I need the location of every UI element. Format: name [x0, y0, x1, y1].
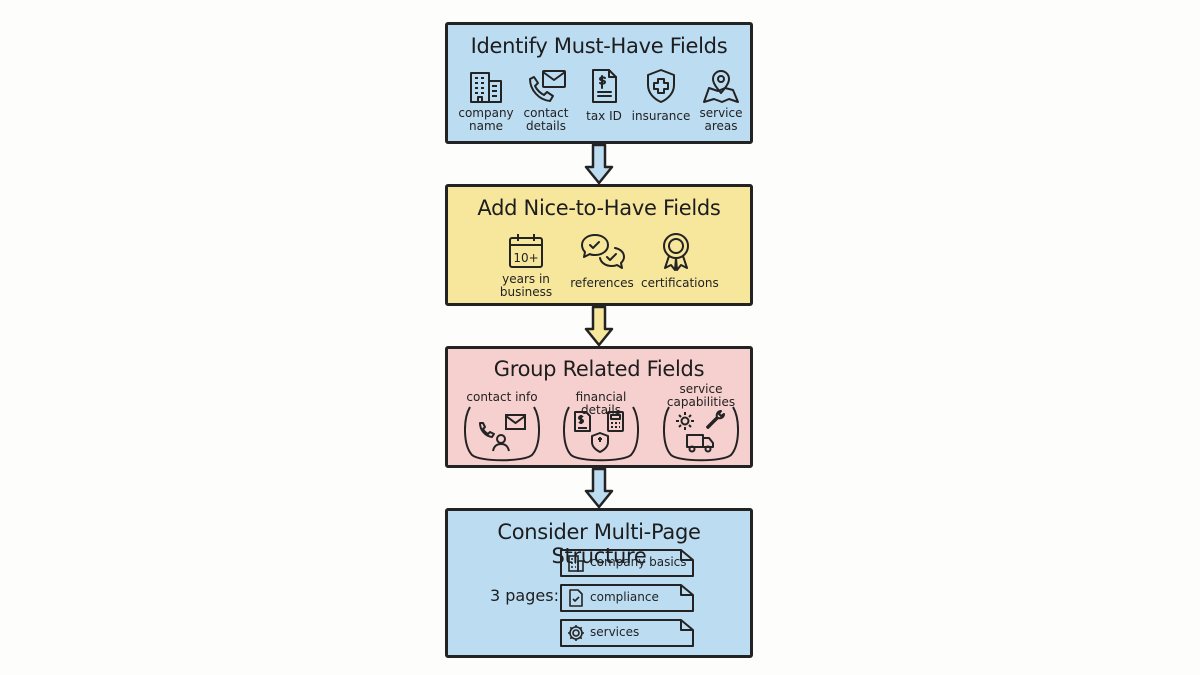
- field-tax-id: tax ID: [569, 67, 639, 123]
- step-consider-multi-page-structure: Consider Multi-Page Structure: [445, 508, 753, 658]
- step-group-related-fields: Group Related Fields contact info financ…: [445, 346, 753, 468]
- page-services: services: [560, 619, 694, 647]
- group-contact-info: contact info: [464, 389, 540, 462]
- group-label: contact info: [466, 390, 538, 404]
- group-label: financial details: [575, 390, 627, 417]
- field-insurance: insurance: [626, 67, 696, 123]
- item-label: insurance: [631, 109, 691, 123]
- building-icon: [470, 72, 502, 103]
- group-outline: [663, 406, 739, 462]
- item-label: references: [570, 276, 634, 290]
- group-outline: [563, 406, 639, 462]
- step-title: Consider Multi-Page Structure: [497, 520, 701, 568]
- shield-plus-icon: [647, 69, 675, 103]
- page-company-basics: company basics: [560, 549, 694, 577]
- step-title: Add Nice-to-Have Fields: [477, 196, 721, 220]
- page-outline: [560, 619, 694, 647]
- page-label: services: [590, 625, 640, 639]
- field-certifications: certifications: [641, 231, 719, 290]
- step-title: Identify Must-Have Fields: [470, 34, 728, 58]
- award-ribbon-icon: [663, 233, 689, 271]
- svg-text:10+: 10+: [513, 251, 538, 265]
- building-icon: [568, 555, 584, 572]
- step-title: Group Related Fields: [493, 357, 705, 381]
- page-label: compliance: [590, 590, 659, 604]
- page-compliance: compliance: [560, 584, 694, 612]
- pages-count-label: 3 pages:: [490, 586, 559, 605]
- group-outline: [464, 406, 540, 462]
- chat-bubbles-check-icon: [581, 234, 625, 269]
- checklist-document-icon: [569, 589, 583, 607]
- group-financial-details: financial details: [557, 389, 645, 462]
- page-label: company basics: [590, 555, 687, 569]
- item-label: certifications: [641, 276, 719, 290]
- page-outline: [560, 549, 694, 577]
- down-arrow: [584, 144, 614, 184]
- tax-document-icon: [592, 69, 617, 103]
- calendar-icon: 10+: [509, 234, 543, 268]
- down-arrow: [584, 468, 614, 508]
- item-label: tax ID: [586, 109, 622, 123]
- gear-icon: [568, 625, 584, 641]
- phone-envelope-icon: [529, 70, 566, 102]
- down-arrow: [584, 306, 614, 346]
- field-references: references: [567, 231, 637, 290]
- map-pin-icon: [703, 70, 739, 103]
- page-outline: [560, 584, 694, 612]
